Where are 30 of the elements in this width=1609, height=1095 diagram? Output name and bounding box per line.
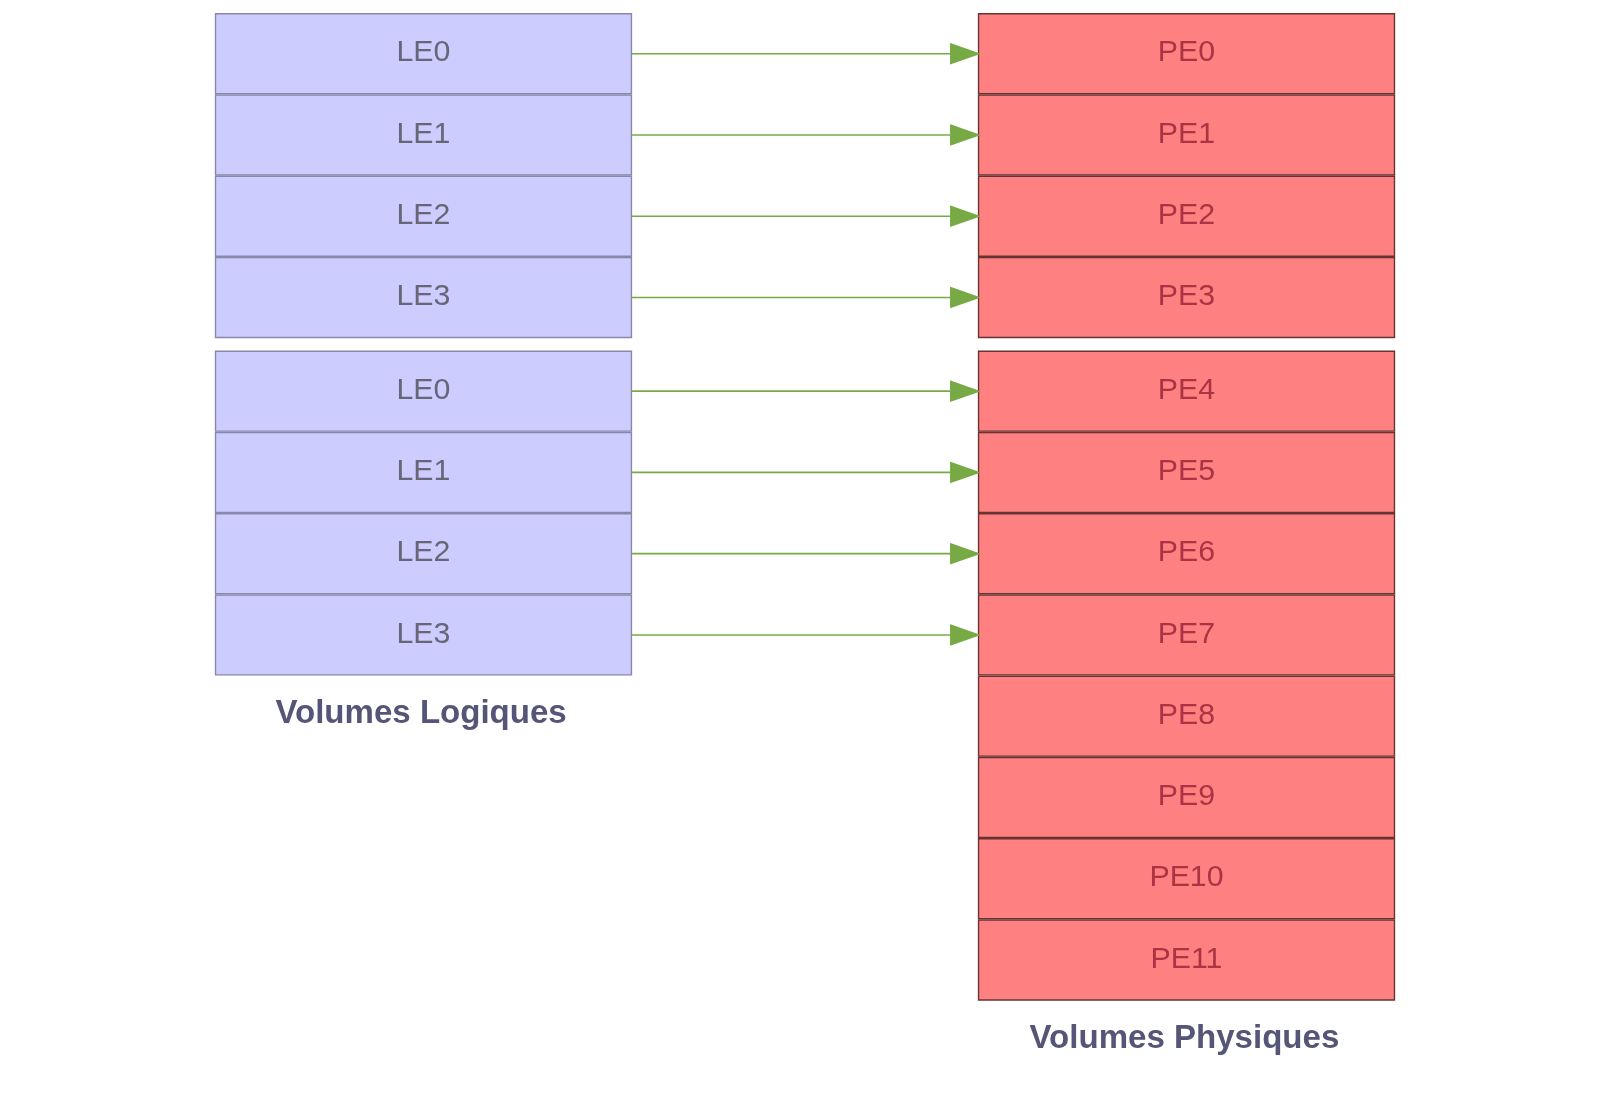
arrow bbox=[630, 42, 981, 65]
node-box: PE4 bbox=[977, 350, 1395, 432]
node-box: PE3 bbox=[977, 256, 1395, 339]
node-box: LE2 bbox=[214, 175, 632, 257]
arrow bbox=[630, 624, 981, 646]
label: Volumes Physiques bbox=[1029, 1018, 1339, 1056]
node-box: PE10 bbox=[977, 838, 1395, 920]
arrow bbox=[630, 205, 981, 228]
node-box: LE0 bbox=[214, 13, 632, 95]
node-box: LE3 bbox=[214, 256, 632, 339]
node-box: LE1 bbox=[214, 94, 632, 176]
arrow bbox=[630, 380, 981, 402]
node-box: PE7 bbox=[977, 594, 1395, 676]
node-box: LE1 bbox=[214, 431, 632, 514]
node-box: PE9 bbox=[977, 756, 1395, 839]
node-box: PE8 bbox=[977, 675, 1395, 757]
node-box: PE2 bbox=[977, 175, 1395, 257]
arrow bbox=[630, 461, 981, 484]
node-box: PE1 bbox=[977, 94, 1395, 176]
label: Volumes Logiques bbox=[274, 693, 567, 731]
arrow bbox=[630, 286, 981, 309]
node-box: LE2 bbox=[214, 513, 632, 595]
node-box: PE5 bbox=[977, 431, 1395, 514]
node-box: LE3 bbox=[214, 594, 632, 676]
node-box: PE0 bbox=[977, 13, 1395, 95]
node-box: PE6 bbox=[977, 513, 1395, 595]
node-box: PE11 bbox=[977, 919, 1395, 1001]
arrow bbox=[630, 124, 981, 146]
arrow bbox=[630, 542, 981, 565]
node-box: LE0 bbox=[214, 350, 632, 432]
